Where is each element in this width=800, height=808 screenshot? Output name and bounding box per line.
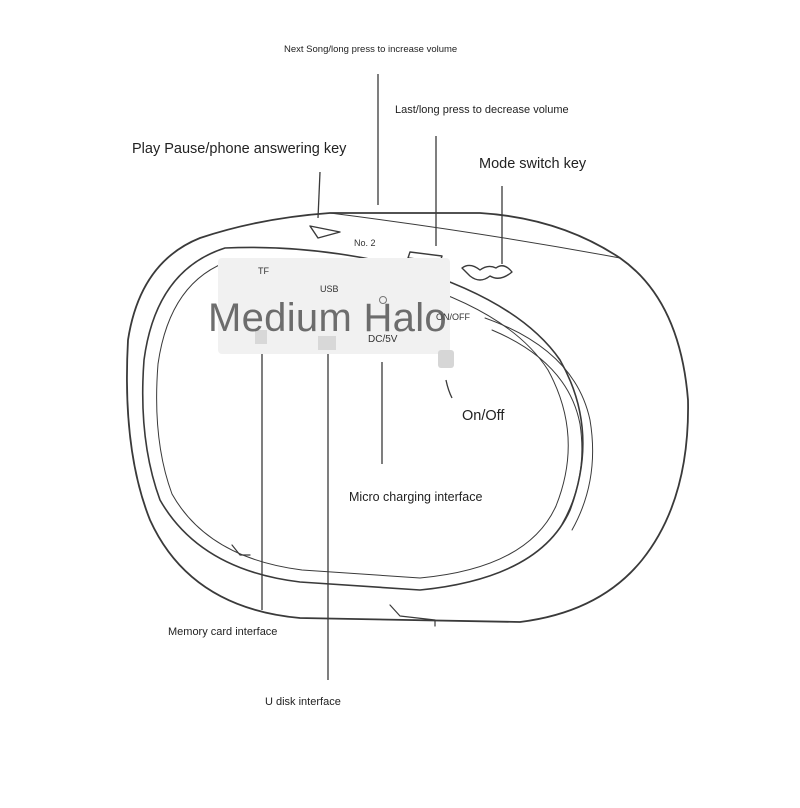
label-last: Last/long press to decrease volume	[395, 104, 569, 116]
tf-port	[255, 330, 267, 344]
dc-port	[379, 296, 387, 304]
speaker-top-edge	[329, 212, 621, 259]
label-mode-switch: Mode switch key	[479, 156, 587, 172]
label-memory-card: Memory card interface	[168, 626, 278, 638]
model-label: No. 2	[354, 238, 376, 248]
leader-play-pause	[317, 171, 321, 219]
port-label-usb: USB	[320, 284, 339, 294]
watermark: Medium Halo	[208, 296, 447, 340]
label-micro-charging: Micro charging interface	[349, 490, 483, 504]
port-label-onoff: ON/OFF	[436, 312, 470, 322]
play-pause-button	[309, 225, 341, 239]
onoff-switch	[438, 350, 454, 368]
port-label-tf: TF	[258, 266, 269, 276]
speaker-outer-body	[126, 212, 689, 623]
label-next-song: Next Song/long press to increase volume	[284, 44, 458, 55]
mode-button	[461, 264, 513, 281]
label-play-pause: Play Pause/phone answering key	[132, 141, 347, 157]
label-u-disk: U disk interface	[265, 696, 341, 708]
speaker-foot-right	[389, 604, 436, 627]
usb-port	[318, 336, 336, 350]
speaker-foot-left	[231, 544, 251, 556]
leader-on-off	[445, 379, 453, 399]
speaker-side-line-1	[484, 317, 594, 531]
speaker-side-line-2	[491, 329, 583, 525]
label-on-off: On/Off	[462, 408, 505, 424]
port-panel	[218, 258, 450, 354]
port-label-dc: DC/5V	[368, 334, 398, 345]
